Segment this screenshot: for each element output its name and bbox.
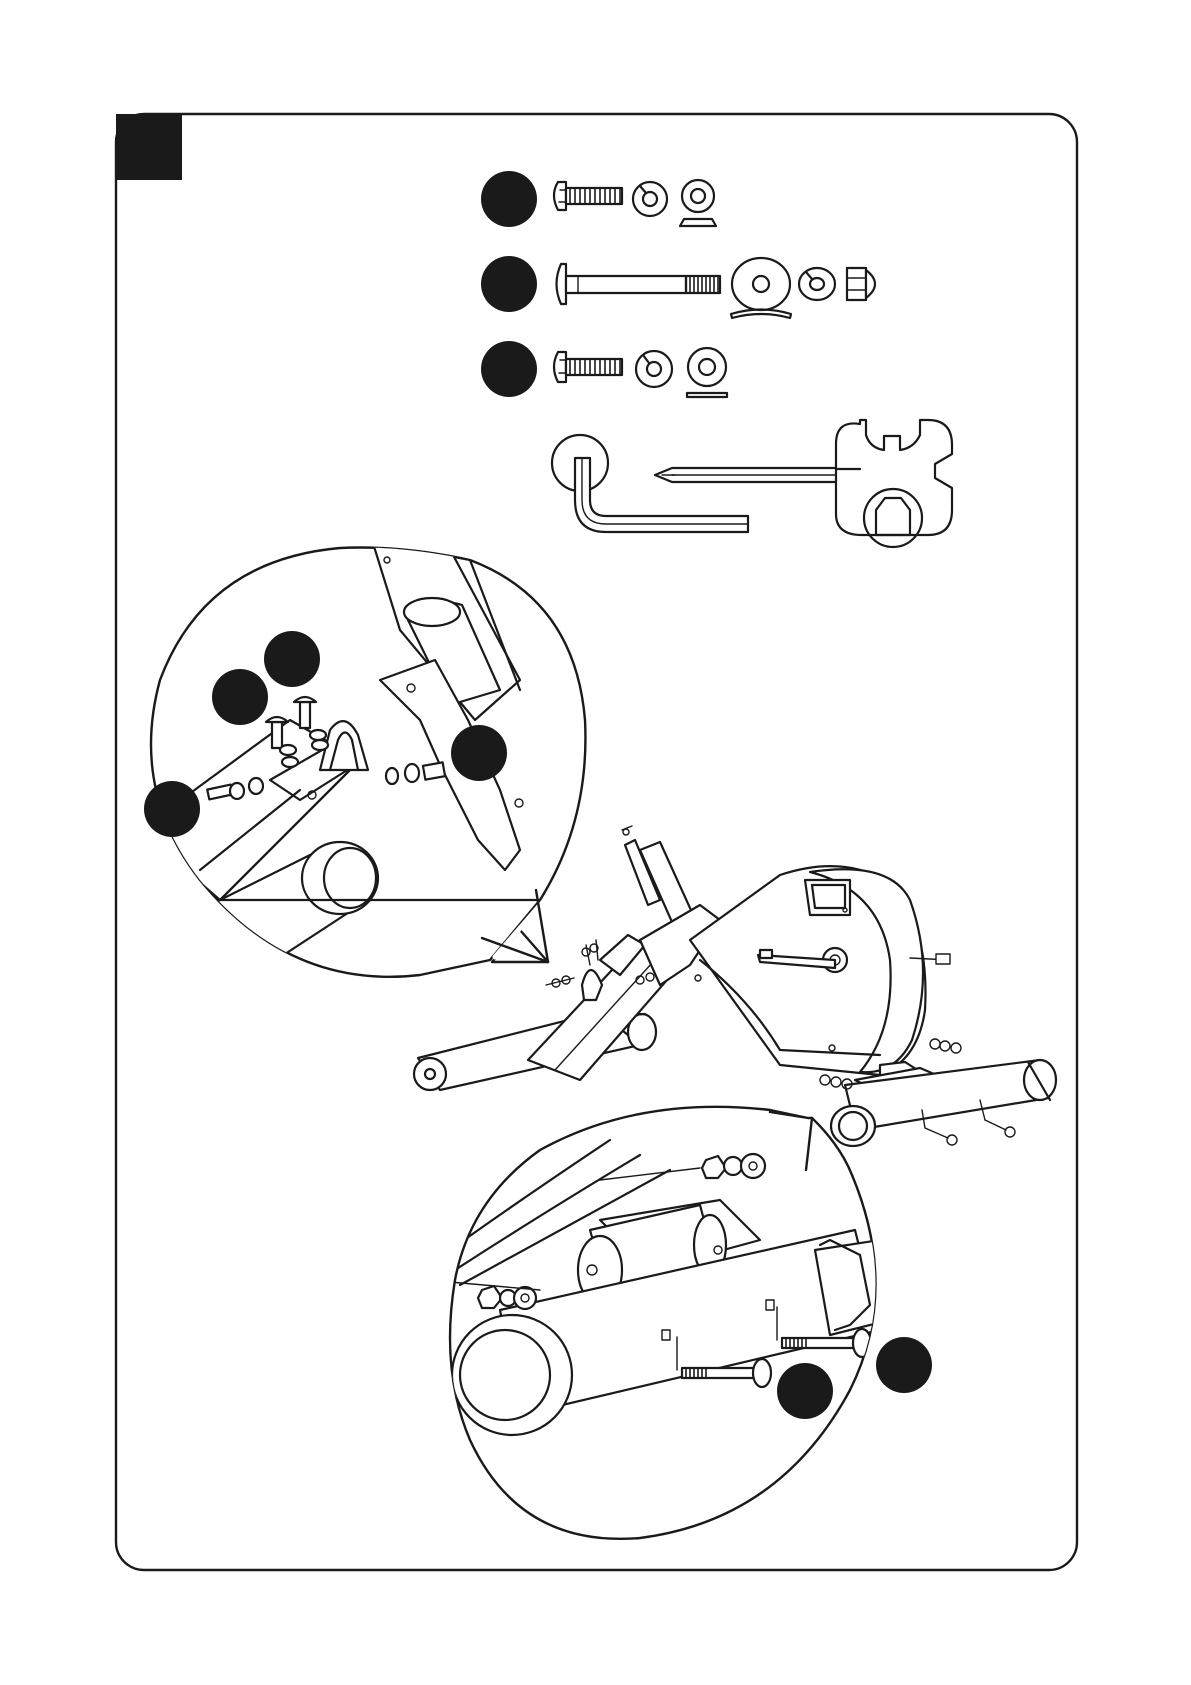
detail1-callout-badge-c — [451, 725, 507, 781]
callout-badge-2 — [481, 256, 537, 312]
multi-wrench-icon — [836, 420, 952, 547]
button-head-bolt-icon — [554, 182, 622, 210]
spring-washer-2-icon — [799, 268, 835, 300]
detail1-callout-badge-a — [264, 631, 320, 687]
detail2-callout-badge-b — [777, 1363, 833, 1419]
flat-washer-icon — [687, 348, 727, 397]
tools-group — [552, 420, 952, 547]
detail2-callout-badge-a — [876, 1337, 932, 1393]
side-bolt-right-icon — [386, 762, 445, 784]
button-head-bolt-2-icon — [554, 352, 622, 382]
spring-washer-3-icon — [636, 351, 672, 387]
cap-nut-icon — [847, 268, 875, 300]
callout-badge-1 — [481, 171, 537, 227]
detail1-callout-badge-b — [212, 669, 268, 725]
hardware-row-3 — [481, 341, 727, 397]
spring-washer-icon — [633, 182, 667, 216]
callout-badge-3 — [481, 341, 537, 397]
nut-washer-top-icon — [600, 1154, 765, 1180]
curved-washer-icon — [680, 180, 716, 226]
allen-key-icon — [552, 435, 748, 532]
screwdriver-icon — [655, 468, 860, 482]
step-number-badge — [116, 114, 182, 180]
large-curved-washer-icon — [731, 258, 791, 318]
hardware-row-1 — [481, 171, 716, 227]
carriage-bolt-icon — [557, 264, 721, 304]
detail-view-rear-stabilizer — [450, 1107, 932, 1539]
detail-view-front-stabilizer — [140, 540, 590, 990]
nut-washer-left-icon — [450, 1282, 540, 1309]
hardware-row-2 — [481, 256, 875, 318]
detail1-callout-badge-d — [144, 781, 200, 837]
bike-assembly-overview — [414, 826, 1056, 1146]
